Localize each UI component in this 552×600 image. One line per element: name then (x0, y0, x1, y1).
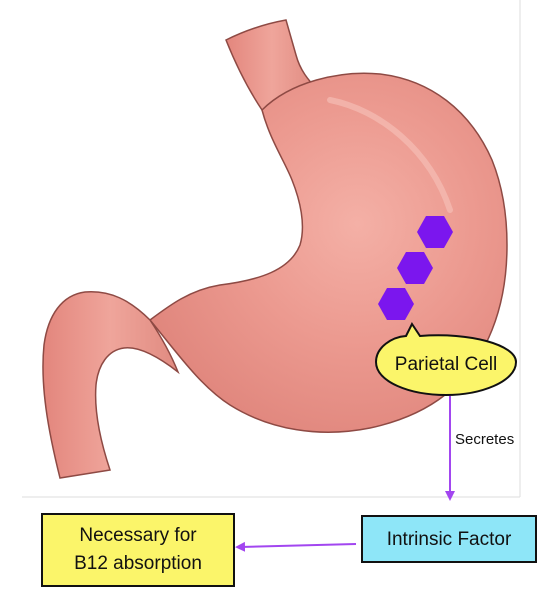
secretes-label: Secretes (455, 431, 514, 448)
hexagon-icon (397, 252, 433, 284)
hexagon-icon (378, 288, 414, 320)
duodenum (42, 291, 180, 479)
parietal-cell-label: Parietal Cell (395, 354, 497, 375)
hexagon-icon (417, 216, 453, 248)
intrinsic-factor-label: Intrinsic Factor (387, 529, 512, 550)
stomach-illustration (42, 19, 508, 479)
parietal-cell-callout: Parietal Cell (374, 322, 518, 397)
necessary-label-line1: Necessary for (79, 525, 197, 546)
callout-shape (374, 322, 518, 397)
stomach-highlight (327, 97, 453, 213)
intrinsic-factor-box: Intrinsic Factor (361, 515, 537, 563)
arrow-icon (235, 541, 357, 552)
necessary-label-line2: B12 absorption (74, 553, 202, 574)
necessary-b12-box: Necessary for B12 absorption (41, 513, 235, 587)
